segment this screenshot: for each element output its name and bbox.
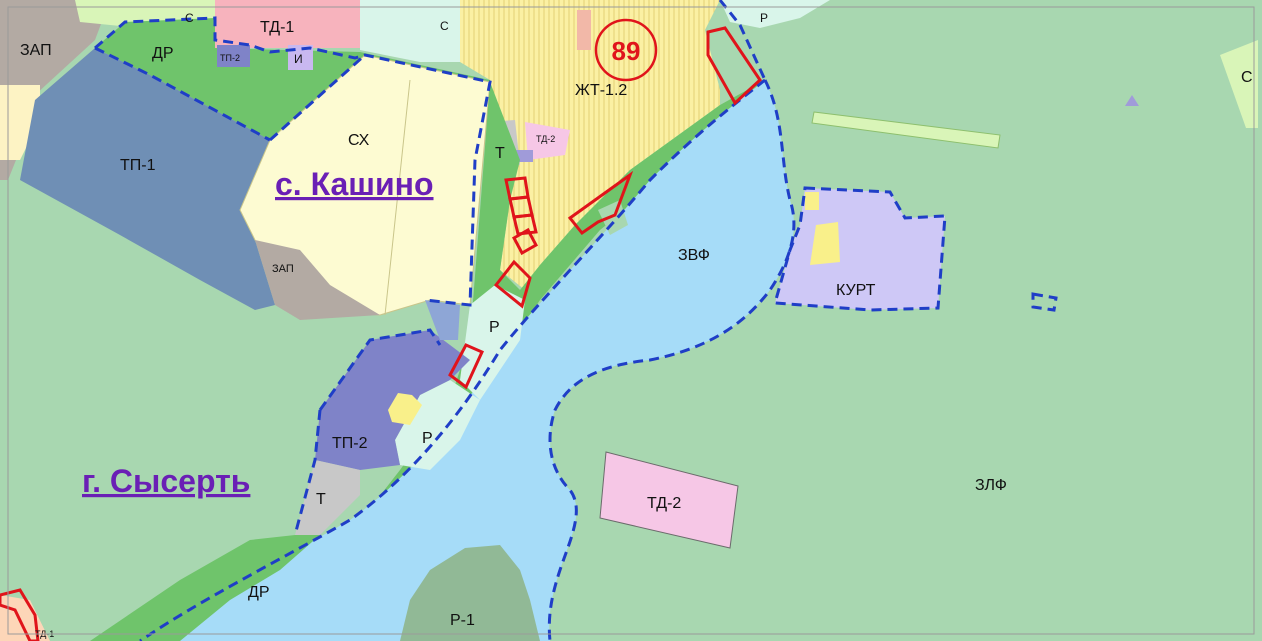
label-c-top-left: С [185, 11, 194, 25]
label-zht: ЖТ-1.2 [575, 82, 627, 99]
td1-zone-top [215, 0, 360, 48]
label-zvf: ЗВФ [678, 247, 710, 264]
parcel-block-3[interactable] [512, 213, 538, 236]
label-r-top-right: Р [760, 11, 768, 25]
label-dr-bottom: ДР [248, 584, 270, 601]
label-tp2: ТП-2 [332, 435, 368, 452]
light-zone-left-edge [0, 85, 40, 160]
label-zlf: ЗЛФ [975, 477, 1007, 494]
blue-patch-west [425, 300, 460, 340]
light-strip-east [811, 111, 1001, 149]
label-zap-top: ЗАП [20, 42, 52, 59]
r1-island [400, 545, 540, 641]
map-badge-circle [594, 18, 658, 82]
label-r1: Р-1 [450, 612, 475, 629]
label-t-upper: Т [495, 145, 505, 162]
zap-zone-top-left [0, 0, 110, 180]
label-r-mid: Р [489, 319, 500, 336]
label-t-lower: Т [316, 491, 326, 508]
label-tp2-small: ТП-2 [220, 53, 240, 63]
zht-residential-zone [460, 0, 720, 290]
yellow-block-kurt-b [810, 222, 840, 265]
river-water [140, 80, 794, 641]
island-upper [598, 200, 628, 235]
label-td1-top: ТД-1 [260, 19, 294, 36]
parcel-mid[interactable] [493, 259, 532, 309]
c-zone-right [1220, 40, 1258, 128]
label-r-lower: Р [422, 430, 433, 447]
map-badge-number: 89 [612, 36, 641, 66]
yellow-block-kurt-a [805, 192, 819, 210]
tp2-small-zone [217, 45, 250, 67]
pink-small-block [577, 10, 591, 50]
parcel-south[interactable] [448, 343, 484, 390]
settlement-sysert: г. Сысерть [82, 463, 250, 499]
dr-zone-bottom [90, 535, 320, 641]
parcel-north[interactable] [706, 26, 762, 106]
highlighted-parcels[interactable] [0, 26, 762, 641]
label-ch: СХ [348, 132, 370, 149]
label-dr-top: ДР [152, 45, 174, 62]
parcel-block-4[interactable] [511, 227, 539, 256]
parcel-wedge[interactable] [567, 170, 634, 236]
settlement-boundaries [94, 0, 1058, 641]
map-frame [7, 6, 1255, 635]
settlement-kashino: с. Кашино [275, 166, 434, 202]
label-c-right: С [1241, 69, 1253, 86]
c-zone-top-mid [360, 0, 460, 62]
tp1-zone [20, 48, 275, 310]
purple-small-east [1125, 95, 1139, 106]
td2-zone-big [599, 451, 739, 549]
label-i-small: И [294, 52, 303, 66]
label-tp1: ТП-1 [120, 157, 156, 174]
yellow-block-tp2 [388, 393, 422, 425]
kurt-zone [775, 188, 945, 310]
label-c-top-mid: С [440, 19, 449, 33]
parcel-bottom-left[interactable] [0, 588, 40, 641]
r-zone-mid [460, 285, 525, 400]
label-td2-big: ТД-2 [647, 495, 681, 512]
td2-small-zone [525, 122, 570, 160]
label-td2-small: ТД-2 [536, 134, 555, 144]
label-kurt: КУРТ [836, 282, 876, 299]
zap-zone-middle [255, 240, 380, 320]
label-zap-mid: ЗАП [272, 263, 294, 275]
